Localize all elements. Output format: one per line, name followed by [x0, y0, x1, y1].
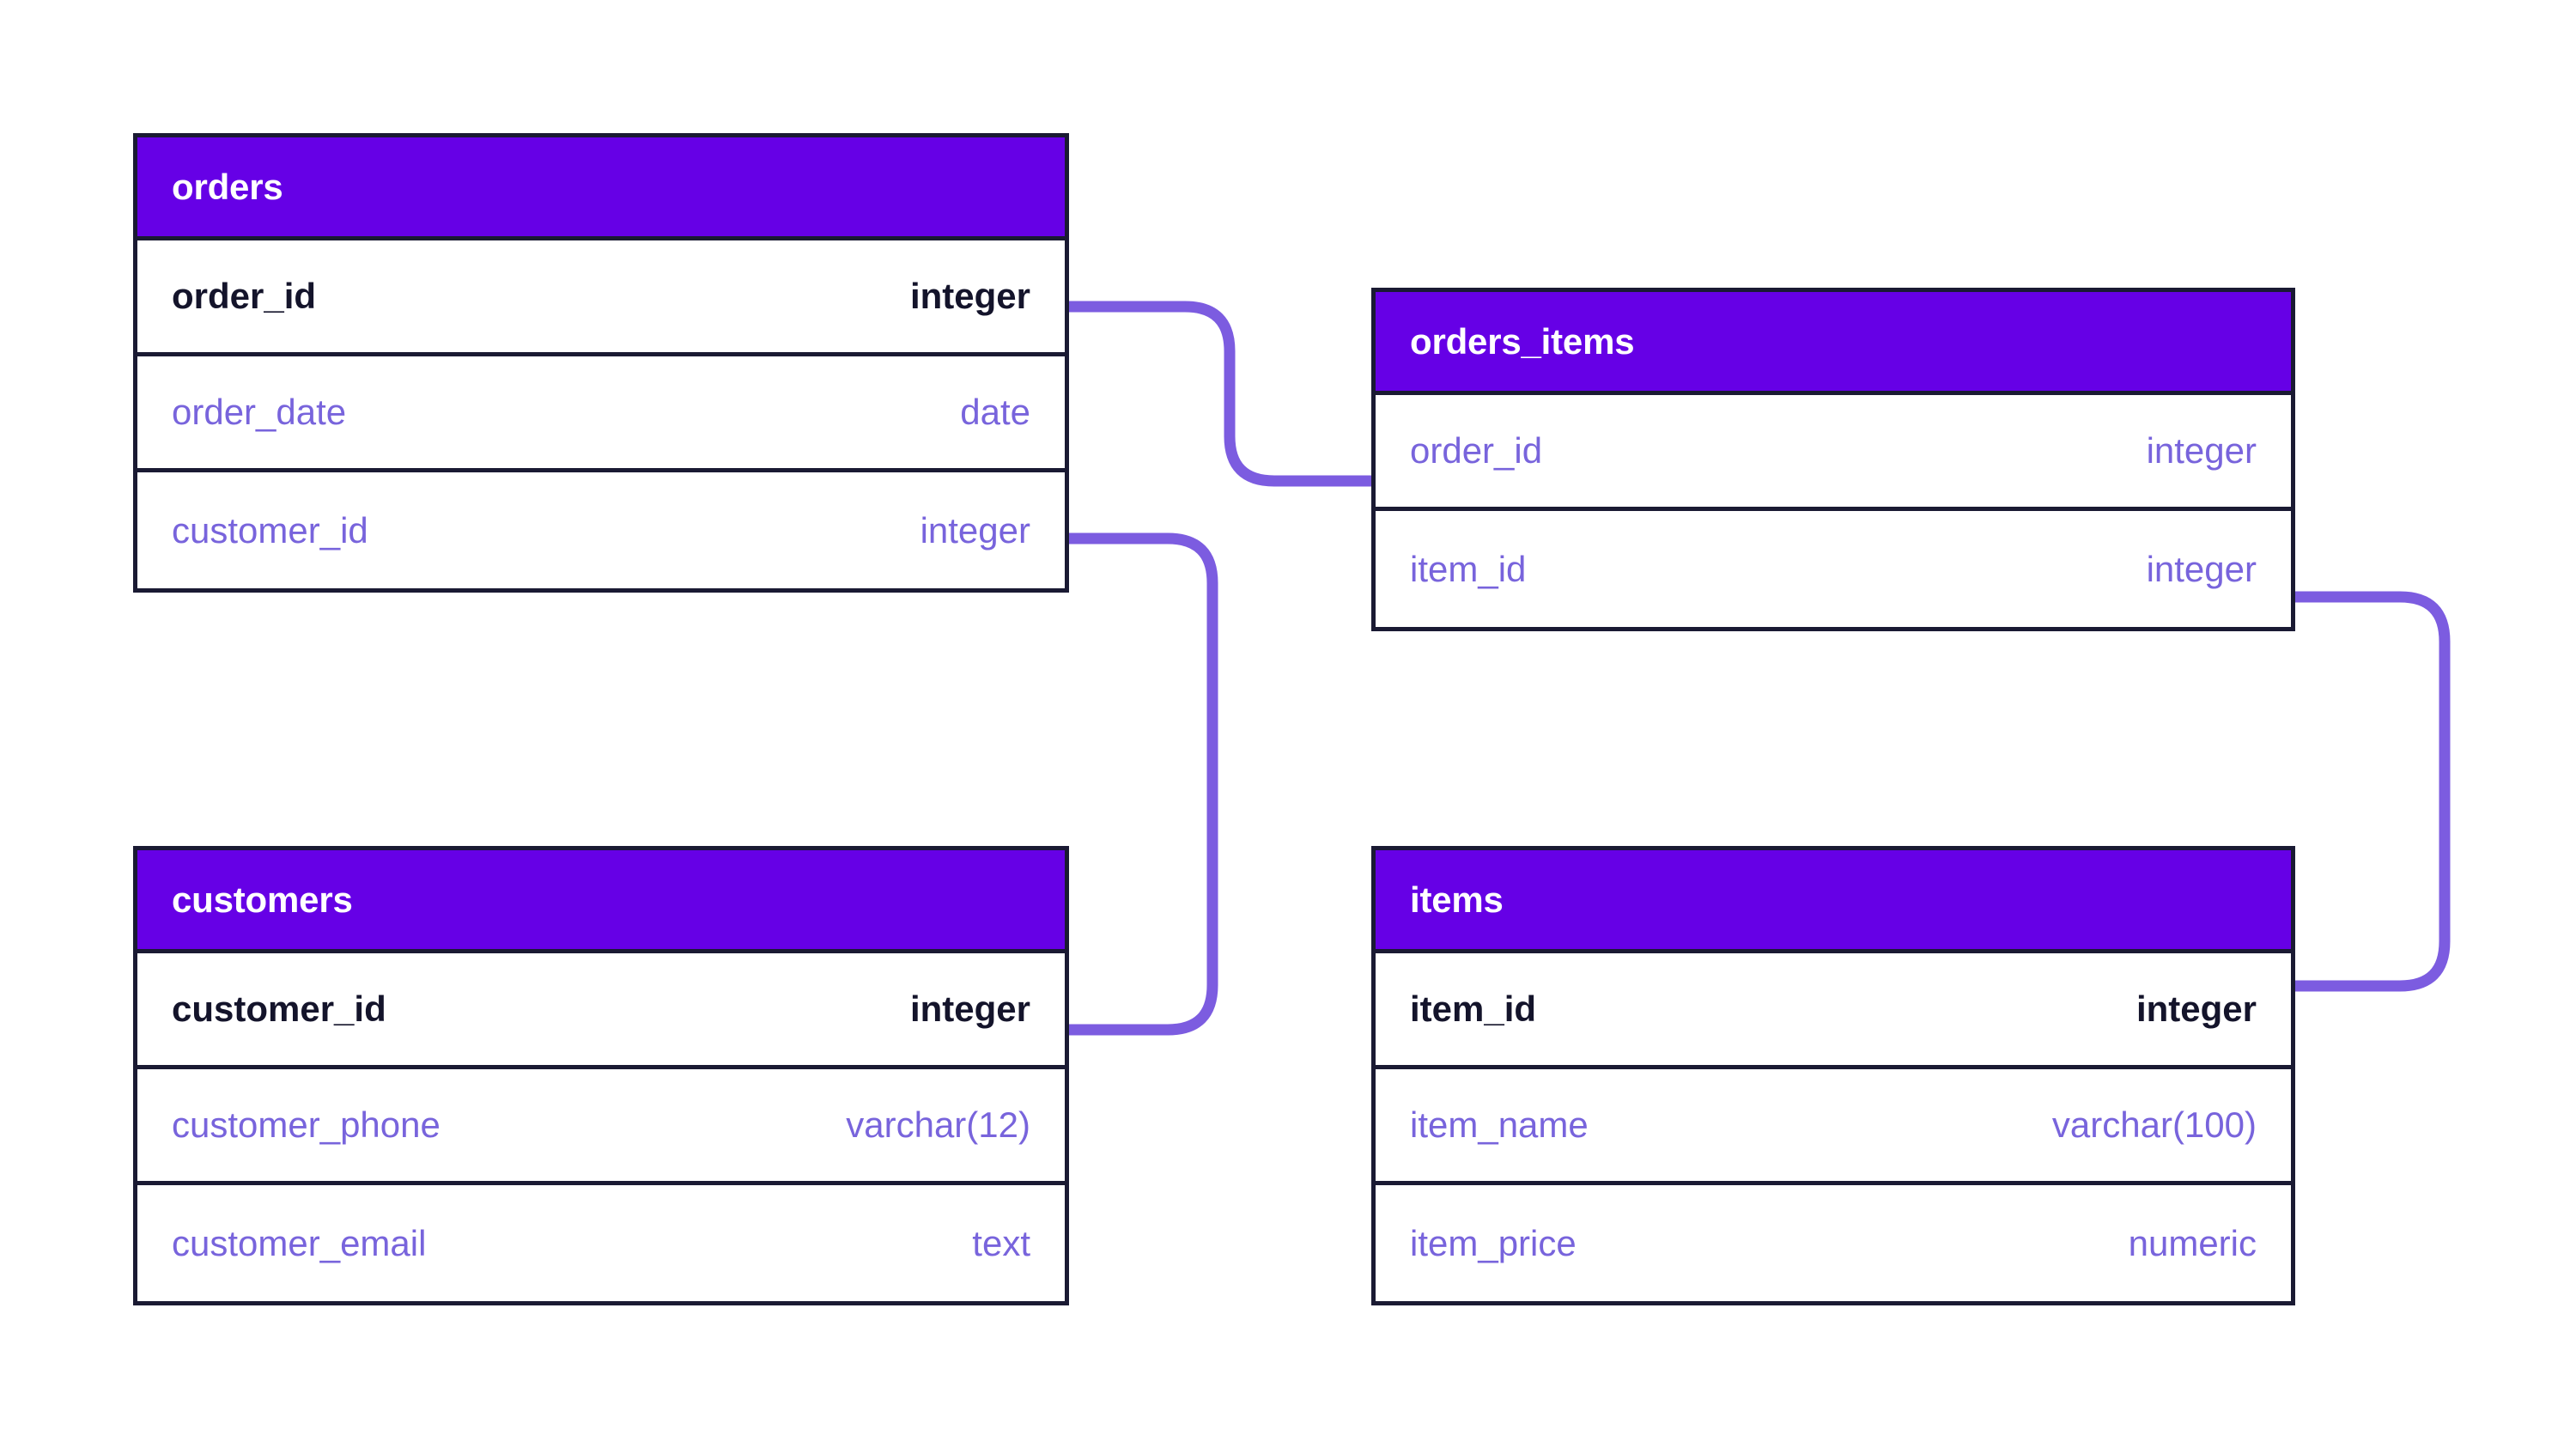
field-name: customer_phone	[172, 1104, 440, 1145]
field-name: order_id	[1410, 430, 1543, 471]
field-type: integer	[2136, 989, 2257, 1029]
entity-items-title: items	[1410, 879, 1504, 920]
field-name: item_name	[1410, 1104, 1589, 1145]
entity-orders-row-customer-id[interactable]: customer_id integer	[137, 472, 1065, 588]
field-type: text	[972, 1222, 1030, 1263]
field-name: customer_id	[172, 989, 386, 1029]
field-type: integer	[920, 509, 1030, 551]
field-name: order_id	[172, 276, 317, 316]
field-name: customer_id	[172, 509, 368, 551]
entity-orders-row-order-id[interactable]: order_id integer	[137, 240, 1065, 356]
field-type: integer	[909, 989, 1030, 1029]
field-name: customer_email	[172, 1222, 427, 1263]
relationship-orders-items-to-items[interactable]	[2295, 591, 2451, 992]
entity-orders[interactable]: orders order_id integer order_date date …	[133, 133, 1069, 593]
entity-orders-items-title: orders_items	[1410, 320, 1635, 362]
field-type: integer	[909, 276, 1030, 316]
entity-orders-header: orders	[137, 137, 1065, 240]
entity-customers-row-customer-email[interactable]: customer_email text	[137, 1185, 1065, 1301]
entity-items-row-item-price[interactable]: item_price numeric	[1376, 1185, 2291, 1301]
entity-items-header: items	[1376, 850, 2291, 953]
entity-orders-items-row-order-id[interactable]: order_id integer	[1376, 395, 2291, 511]
field-type: integer	[2146, 430, 2257, 471]
field-name: item_id	[1410, 989, 1537, 1029]
entity-items-row-item-id[interactable]: item_id integer	[1376, 953, 2291, 1069]
entity-items[interactable]: items item_id integer item_name varchar(…	[1371, 846, 2295, 1305]
entity-orders-title: orders	[172, 166, 283, 207]
relationship-orders-to-orders-items[interactable]	[1069, 301, 1371, 487]
entity-orders-items[interactable]: orders_items order_id integer item_id in…	[1371, 288, 2295, 631]
entity-customers-row-customer-id[interactable]: customer_id integer	[137, 953, 1065, 1069]
entity-customers-header: customers	[137, 850, 1065, 953]
field-name: item_id	[1410, 548, 1527, 589]
entity-items-row-item-name[interactable]: item_name varchar(100)	[1376, 1069, 2291, 1185]
field-type: varchar(100)	[2051, 1104, 2257, 1145]
entity-orders-row-order-date[interactable]: order_date date	[137, 356, 1065, 472]
field-type: integer	[2146, 548, 2257, 589]
field-type: varchar(12)	[846, 1104, 1030, 1145]
entity-orders-items-header: orders_items	[1376, 292, 2291, 395]
field-type: numeric	[2128, 1222, 2257, 1263]
entity-customers[interactable]: customers customer_id integer customer_p…	[133, 846, 1069, 1305]
entity-customers-title: customers	[172, 879, 353, 920]
field-name: order_date	[172, 392, 347, 432]
entity-customers-row-customer-phone[interactable]: customer_phone varchar(12)	[137, 1069, 1065, 1185]
entity-orders-items-row-item-id[interactable]: item_id integer	[1376, 511, 2291, 627]
field-type: date	[960, 392, 1030, 432]
field-name: item_price	[1410, 1222, 1577, 1263]
relationship-orders-to-customers[interactable]	[1069, 532, 1218, 1036]
